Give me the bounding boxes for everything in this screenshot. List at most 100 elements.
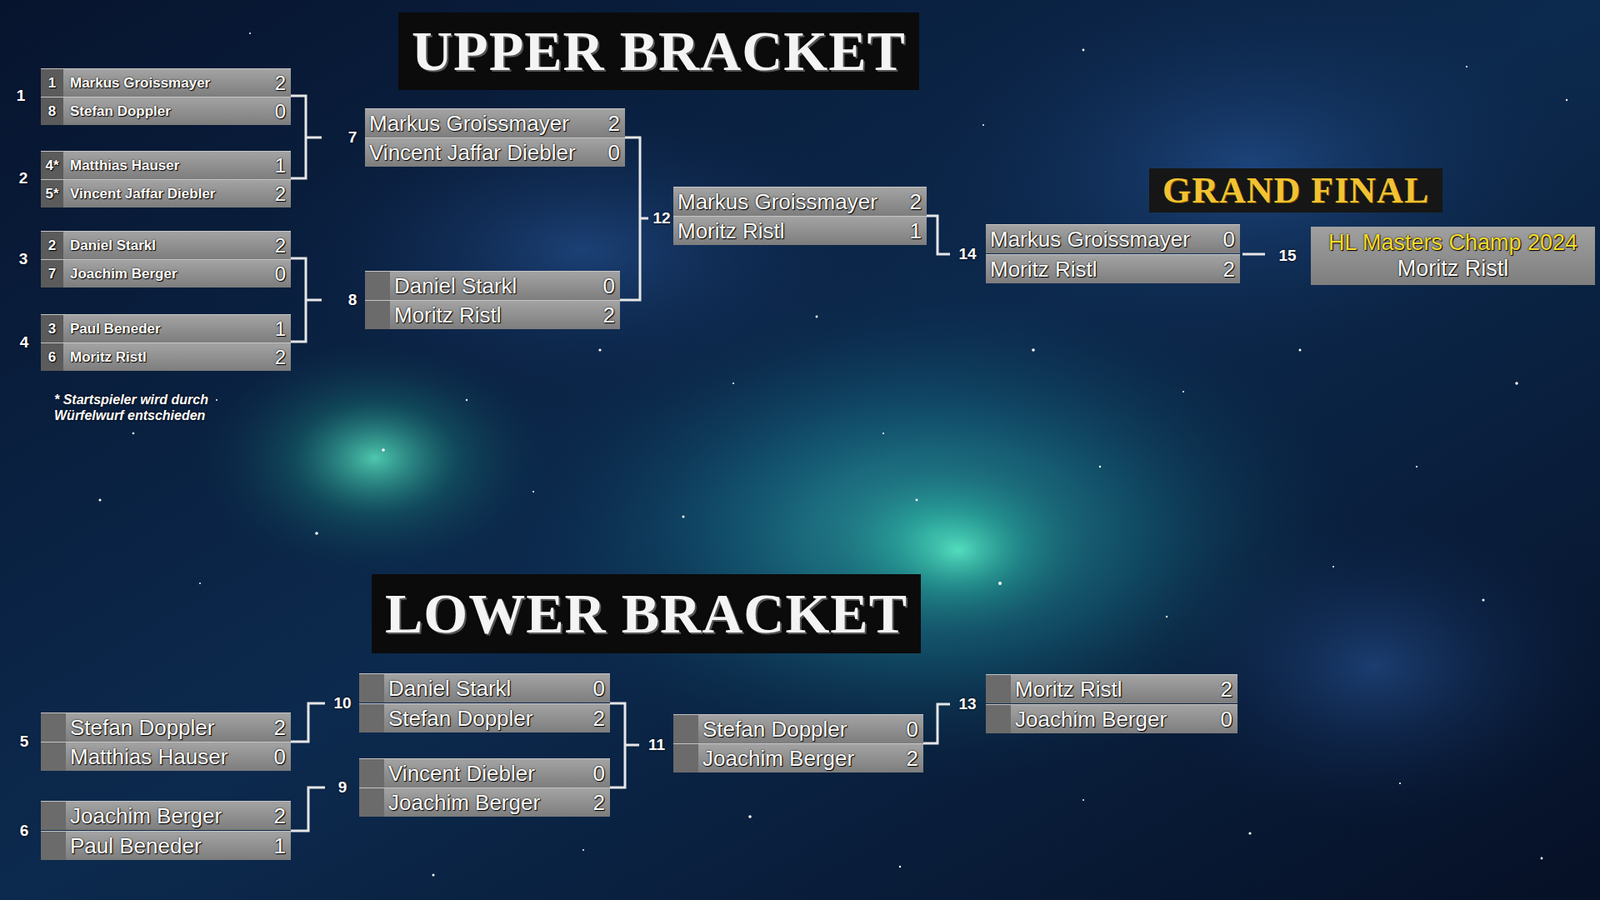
star: [982, 124, 985, 126]
bracket: [290, 258, 322, 342]
row-cell: [985, 705, 1011, 734]
match-score: 0: [268, 100, 291, 124]
match-number: 4: [20, 333, 30, 352]
star: [748, 815, 752, 819]
player-name: Joachim Berger: [384, 790, 540, 816]
player-name: Moritz Ristl: [1010, 676, 1123, 703]
player-row: Stefan Doppler0: [673, 714, 924, 744]
match-number: 7: [348, 128, 358, 147]
player-row: Stefan Doppler2: [359, 703, 610, 733]
player-row: Moritz Ristl2: [365, 300, 620, 330]
player-row: Vincent Jaffar Diebler0: [365, 137, 625, 167]
seed-number: 8: [40, 97, 64, 125]
bracket: [1242, 253, 1265, 256]
match-number: 3: [19, 250, 29, 269]
match-score: 2: [900, 745, 924, 772]
player-name: Joachim Berger: [698, 745, 855, 772]
player-name: Markus Groissmayer: [673, 189, 878, 215]
match-score: 1: [903, 218, 927, 245]
match-number: 5: [20, 732, 30, 751]
match-score: 2: [268, 182, 291, 206]
player-row: 2Daniel Starkl2: [40, 230, 291, 260]
player-name: Markus Groissmayer: [985, 226, 1190, 253]
player-name: Joachim Berger: [65, 803, 222, 830]
star: [882, 432, 885, 435]
player-name: Moritz Ristl: [390, 302, 502, 329]
star: [1565, 99, 1568, 101]
star: [1082, 49, 1085, 52]
player-name: Moritz Ristl: [985, 256, 1098, 283]
stars: [99, 32, 1585, 877]
row-cell: [365, 271, 390, 300]
star: [99, 499, 102, 502]
row-cell: [359, 674, 385, 703]
player-name: Joachim Berger: [1010, 706, 1167, 733]
player-row: 5*Vincent Jaffar Diebler2: [40, 179, 291, 208]
seed-number: 6: [40, 343, 64, 371]
match-number: 9: [338, 778, 348, 797]
match-score: 0: [596, 273, 620, 300]
star: [998, 581, 1002, 585]
star: [899, 865, 901, 868]
star: [582, 849, 585, 851]
match-score: 0: [268, 262, 291, 286]
row-cell: [673, 744, 699, 773]
match-score: 0: [267, 744, 291, 770]
player-row: 3Paul Beneder1: [40, 314, 291, 343]
match-number: 2: [19, 169, 29, 188]
nebula: [250, 83, 917, 417]
star: [1465, 65, 1468, 68]
player-name: Markus Groissmayer: [63, 75, 210, 92]
champion-title: HL Masters Champ 2024: [1328, 230, 1578, 256]
heading-box: GRAND FINAL: [1149, 168, 1443, 213]
player-name: Matthias Hauser: [63, 157, 180, 175]
match-score: 2: [267, 803, 291, 830]
bracket: [923, 704, 950, 744]
player-name: Vincent Jaffar Diebler: [63, 185, 215, 203]
match-score: 2: [903, 189, 927, 215]
match-score: 2: [586, 790, 610, 816]
match-score: 0: [586, 760, 610, 787]
row-cell: [985, 675, 1011, 704]
star: [598, 348, 601, 351]
heading-box: UPPER BRACKET: [398, 12, 920, 90]
section-heading: UPPER BRACKET: [411, 18, 906, 85]
player-row: Markus Groissmayer 0: [985, 224, 1240, 254]
section-heading: GRAND FINAL: [1162, 169, 1430, 212]
player-row: 7Joachim Berger0: [40, 259, 291, 288]
match-score: 1: [268, 154, 291, 178]
player-name: Moritz Ristl: [63, 349, 147, 366]
bracket: [610, 703, 640, 788]
star: [1399, 782, 1401, 785]
player-name: Stefan Doppler: [384, 705, 533, 732]
nebula: [1125, 500, 1600, 834]
section-heading: LOWER BRACKET: [385, 580, 908, 647]
footnote: * Startspieler wird durch Würfelwurf ent…: [54, 391, 255, 424]
champion-name: Moritz Ristl: [1397, 255, 1510, 282]
match-score: 0: [900, 716, 924, 743]
player-name: Daniel Starkl: [384, 675, 511, 702]
champion-box: HL Masters Champ 2024Moritz Ristl: [1310, 226, 1595, 285]
match-number: 11: [648, 735, 665, 755]
match-score: 0: [1216, 226, 1240, 253]
star: [1515, 381, 1518, 385]
player-name: Markus Groissmayer: [365, 110, 570, 137]
match-score: 2: [1216, 256, 1240, 283]
player-name: Daniel Starkl: [390, 273, 517, 300]
match-score: 0: [1214, 706, 1238, 733]
star: [1165, 615, 1168, 618]
player-row: Joachim Berger 2: [40, 800, 291, 830]
player-row: Matthias Hauser0: [40, 741, 291, 771]
star: [315, 531, 319, 535]
row-cell: [40, 831, 66, 860]
star: [1415, 465, 1418, 468]
player-row: Moritz Ristl1: [673, 215, 927, 245]
star: [1082, 799, 1085, 801]
row-cell: [359, 759, 385, 788]
heading-box: LOWER BRACKET: [371, 574, 921, 654]
player-row: Stefan Doppler2: [40, 712, 291, 742]
bracket: [290, 703, 325, 742]
match-number: 13: [958, 695, 976, 714]
match-number: 8: [348, 290, 358, 310]
